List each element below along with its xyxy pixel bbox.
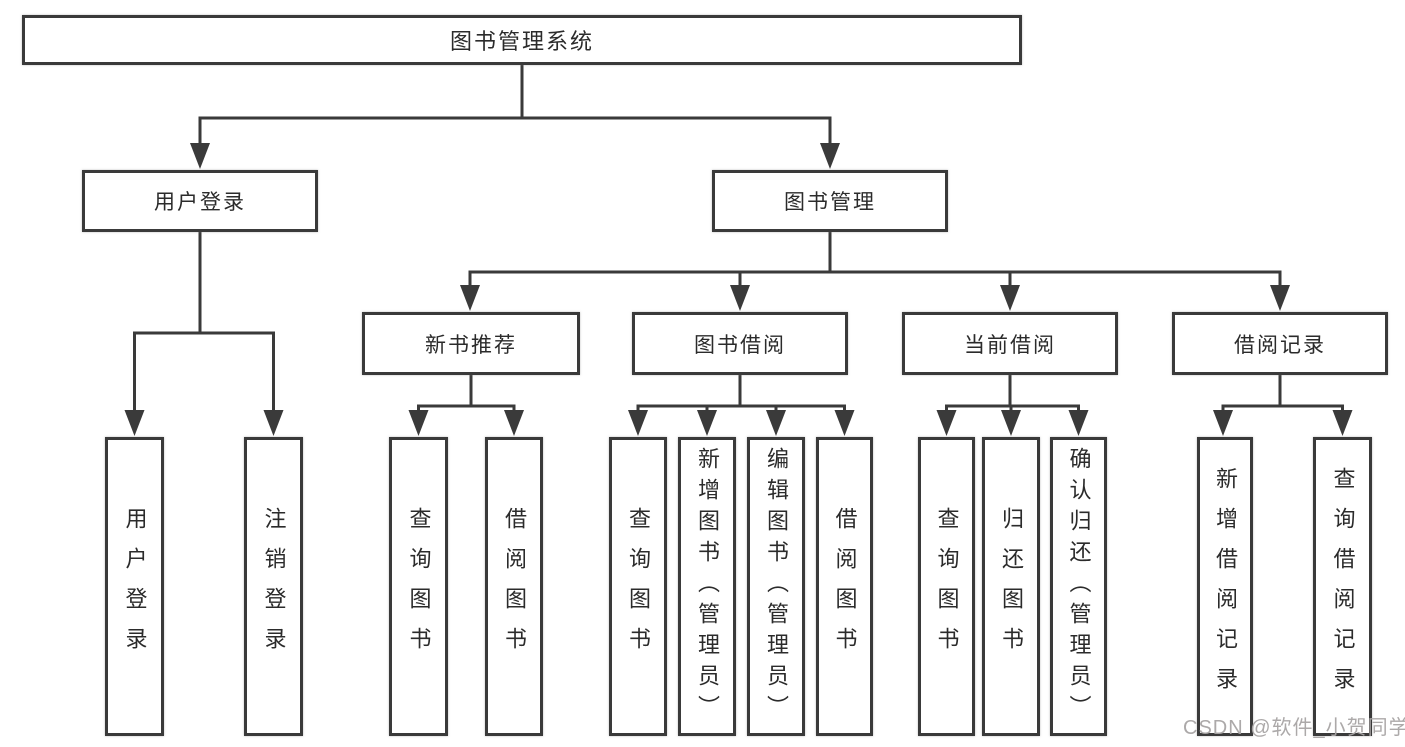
leaf-edit-book-admin: 编辑图书（管理员） (747, 437, 805, 736)
csdn-watermark: CSDN @软件_小贺同学 (1183, 717, 1405, 739)
leaf-query-borrow-record: 查询借阅记录 (1313, 437, 1372, 736)
leaf-confirm-return-admin-label: 确认归还（管理员） (1066, 447, 1092, 726)
leaf-borrow-books-recommend-label: 借阅图书 (502, 506, 527, 667)
node-current-borrowing-label: 当前借阅 (964, 333, 1056, 357)
node-book-management-label: 图书管理 (784, 191, 876, 214)
leaf-query-books-borrowing: 查询图书 (609, 437, 667, 736)
leaf-borrow-books-borrowing: 借阅图书 (816, 437, 873, 736)
leaf-add-book-admin-label: 新增图书（管理员） (695, 447, 720, 726)
node-user-login-label: 用户登录 (154, 191, 246, 214)
leaf-logout: 注销登录 (244, 437, 303, 736)
leaf-add-borrow-record-label: 新增借阅记录 (1213, 466, 1238, 707)
leaf-confirm-return-admin: 确认归还（管理员） (1050, 437, 1107, 736)
leaf-query-books-recommend: 查询图书 (389, 437, 448, 736)
leaf-edit-book-admin-label: 编辑图书（管理员） (764, 447, 789, 726)
node-root: 图书管理系统 (22, 15, 1022, 65)
leaf-query-books-recommend-label: 查询图书 (406, 506, 432, 667)
node-book-management: 图书管理 (712, 170, 948, 232)
leaf-add-borrow-record: 新增借阅记录 (1197, 437, 1253, 736)
leaf-user-login-label: 用户登录 (122, 506, 148, 667)
leaf-borrow-books-borrowing-label: 借阅图书 (832, 506, 858, 667)
node-new-book-recommend: 新书推荐 (362, 312, 580, 375)
leaf-borrow-books-recommend: 借阅图书 (485, 437, 543, 736)
leaf-logout-label: 注销登录 (261, 506, 287, 667)
node-root-label: 图书管理系统 (449, 29, 594, 54)
leaf-query-borrow-record-label: 查询借阅记录 (1330, 466, 1356, 707)
leaf-query-books-current-label: 查询图书 (934, 506, 960, 667)
leaf-user-login: 用户登录 (105, 437, 164, 736)
leaf-add-book-admin: 新增图书（管理员） (678, 437, 736, 736)
node-current-borrowing: 当前借阅 (902, 312, 1118, 375)
leaf-query-books-current: 查询图书 (918, 437, 975, 736)
node-new-book-recommend-label: 新书推荐 (425, 333, 517, 357)
node-borrowing-records: 借阅记录 (1172, 312, 1388, 375)
node-book-borrowing: 图书借阅 (632, 312, 848, 375)
node-book-borrowing-label: 图书借阅 (694, 333, 786, 357)
leaf-query-books-borrowing-label: 查询图书 (626, 506, 651, 667)
leaf-return-book-label: 归还图书 (999, 506, 1024, 667)
node-borrowing-records-label: 借阅记录 (1234, 333, 1326, 357)
node-user-login: 用户登录 (82, 170, 318, 232)
leaf-return-book: 归还图书 (982, 437, 1040, 736)
